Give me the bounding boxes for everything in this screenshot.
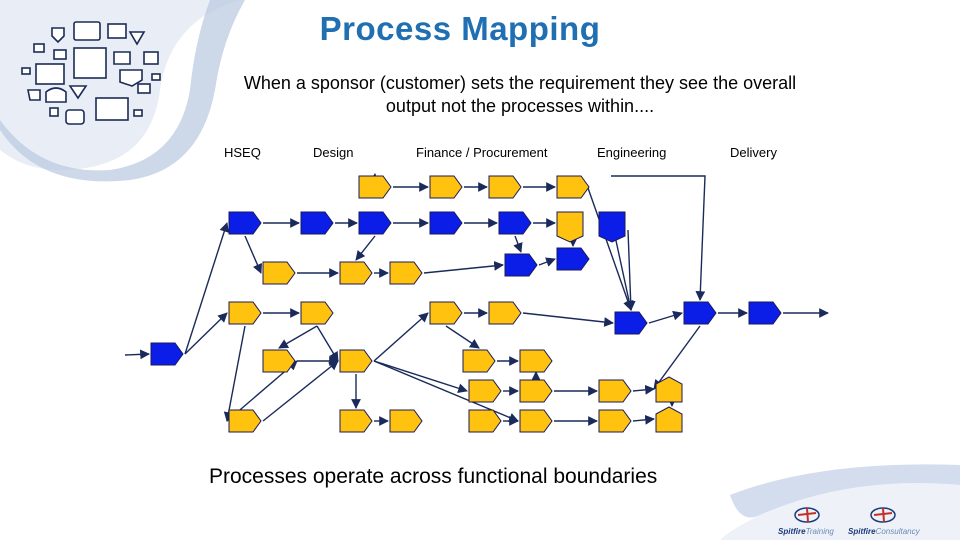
process-node-yellow bbox=[262, 261, 296, 285]
process-node-yellow bbox=[429, 175, 463, 199]
process-node-yellow bbox=[228, 301, 262, 325]
process-node-blue bbox=[683, 301, 717, 325]
process-node-yellow bbox=[339, 349, 373, 373]
flow-arrow bbox=[223, 325, 246, 422]
flow-arrow bbox=[611, 175, 706, 301]
process-node-blue bbox=[150, 342, 184, 366]
flow-arrow bbox=[648, 310, 683, 324]
column-label-design: Design bbox=[313, 145, 354, 160]
spitfire-consultancy-logo-icon bbox=[870, 507, 896, 523]
flow-arrow bbox=[262, 360, 339, 422]
process-node-yellow bbox=[556, 175, 590, 199]
logo-consultancy: SpitfireConsultancy bbox=[848, 527, 920, 536]
process-node-yellow bbox=[598, 409, 632, 433]
process-node-blue bbox=[556, 247, 590, 271]
process-node-yellow bbox=[300, 301, 334, 325]
flow-arrow bbox=[355, 235, 376, 261]
logo-consultancy-light: Consultancy bbox=[875, 527, 920, 536]
process-node-yellow bbox=[519, 409, 553, 433]
process-node-yellow bbox=[556, 211, 584, 243]
process-node-blue bbox=[429, 211, 463, 235]
process-node-yellow bbox=[389, 261, 423, 285]
process-node-blue bbox=[614, 311, 648, 335]
column-label-engineering: Engineering bbox=[597, 145, 667, 160]
logo-consultancy-bold: Spitfire bbox=[848, 527, 876, 536]
spitfire-training-logo-icon bbox=[794, 507, 820, 523]
process-node-blue bbox=[228, 211, 262, 235]
logo-training-light: Training bbox=[805, 527, 834, 536]
page-title: Process Mapping bbox=[319, 10, 601, 47]
flow-arrow bbox=[184, 222, 229, 355]
process-node-yellow bbox=[655, 406, 683, 433]
process-node-blue bbox=[300, 211, 334, 235]
process-node-yellow bbox=[358, 175, 392, 199]
process-node-yellow bbox=[228, 409, 262, 433]
flow-arrow bbox=[632, 384, 655, 395]
process-node-blue bbox=[748, 301, 782, 325]
process-node-yellow bbox=[519, 349, 553, 373]
flow-arrow bbox=[653, 325, 701, 390]
shapes-decoration bbox=[0, 0, 245, 182]
flow-arrow bbox=[423, 261, 504, 274]
subtitle: When a sponsor (customer) sets the requi… bbox=[200, 72, 840, 118]
flow-arrow bbox=[184, 312, 228, 355]
flow-arrow bbox=[244, 235, 262, 274]
bottom-swoosh-decoration bbox=[720, 464, 960, 540]
flow-arrow bbox=[373, 312, 429, 362]
logo-training-bold: Spitfire bbox=[778, 527, 806, 536]
flow-arrow bbox=[445, 325, 480, 349]
process-node-yellow bbox=[429, 301, 463, 325]
flow-arrow bbox=[625, 229, 636, 311]
flow-arrow bbox=[632, 414, 655, 425]
process-node-yellow bbox=[488, 301, 522, 325]
process-node-yellow bbox=[339, 261, 373, 285]
flow-arrow bbox=[538, 257, 556, 267]
flow-arrow bbox=[124, 349, 150, 360]
column-label-finance-procurement: Finance / Procurement bbox=[416, 145, 548, 160]
logo-training: SpitfireTraining bbox=[778, 527, 834, 536]
process-node-blue bbox=[598, 211, 626, 243]
flow-arrow bbox=[614, 235, 634, 311]
process-node-yellow bbox=[468, 409, 502, 433]
flow-arrow bbox=[587, 187, 633, 311]
process-node-blue bbox=[504, 253, 538, 277]
process-node-yellow bbox=[339, 409, 373, 433]
process-node-blue bbox=[498, 211, 532, 235]
flow-arrow bbox=[513, 235, 523, 253]
subtitle-line-2: output not the processes within.... bbox=[385, 96, 655, 116]
process-node-yellow bbox=[462, 349, 496, 373]
process-node-yellow bbox=[598, 379, 632, 403]
subtitle-line-1: When a sponsor (customer) sets the requi… bbox=[243, 73, 797, 93]
flow-arrow bbox=[522, 312, 614, 327]
column-label-delivery: Delivery bbox=[730, 145, 777, 160]
flow-arrow bbox=[278, 325, 318, 349]
process-node-yellow bbox=[519, 379, 553, 403]
column-label-hseq: HSEQ bbox=[224, 145, 261, 160]
flow-arrow bbox=[316, 325, 339, 362]
process-node-blue bbox=[358, 211, 392, 235]
footer-caption: Processes operate across functional boun… bbox=[209, 465, 658, 488]
process-nodes bbox=[150, 175, 782, 433]
process-node-yellow bbox=[389, 409, 423, 433]
process-node-yellow bbox=[468, 379, 502, 403]
flow-arrows bbox=[124, 173, 829, 426]
process-node-yellow bbox=[655, 376, 683, 403]
flow-arrow bbox=[373, 360, 468, 393]
process-node-yellow bbox=[488, 175, 522, 199]
process-node-yellow bbox=[262, 349, 296, 373]
